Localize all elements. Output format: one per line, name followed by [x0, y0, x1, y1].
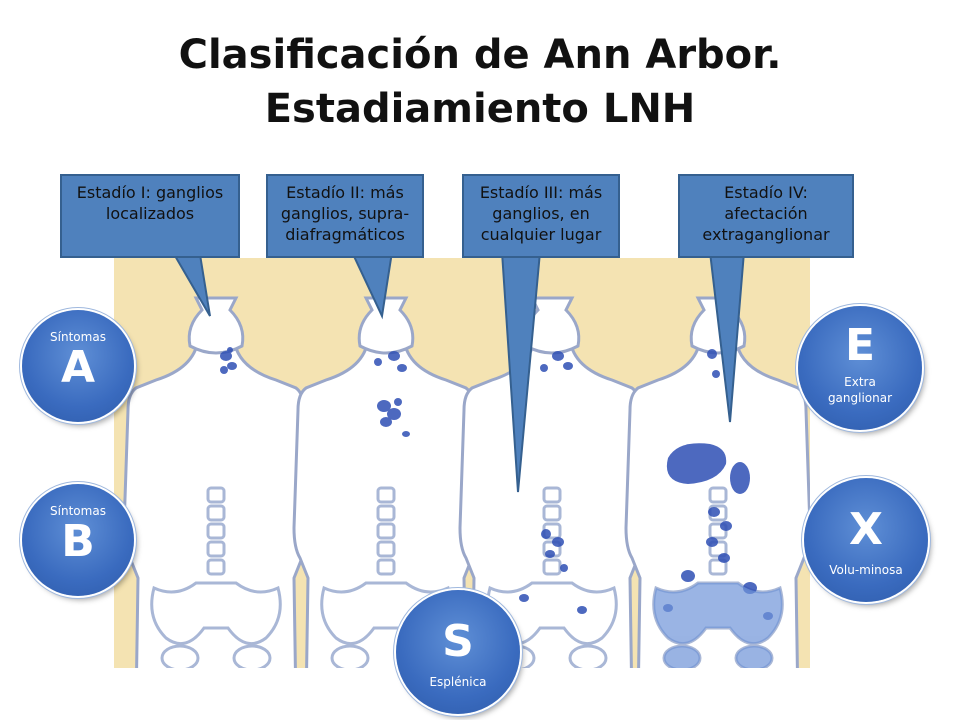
callout-4-line-2: afectación [724, 204, 808, 223]
badge-e-label-1: Extra [844, 375, 876, 389]
callout-stage-1: Estadío I: ganglios localizados [60, 174, 250, 324]
slide-title: Clasificación de Ann Arbor. Estadiamient… [0, 28, 960, 136]
callout-2-line-2: ganglios, supra- [280, 204, 410, 223]
callout-stage-2: Estadío II: más ganglios, supra- diafrag… [266, 174, 426, 324]
badge-a-letter: A [60, 342, 96, 393]
badge-extraganglionar-e: E Extra ganglionar [798, 306, 922, 430]
badge-esplenica-s: S Esplénica [396, 590, 520, 714]
badge-sintomas-a: Síntomas A [22, 310, 134, 422]
body-silhouettes [122, 296, 810, 668]
callout-box-2: Estadío II: más ganglios, supra- diafrag… [266, 174, 424, 258]
callout-1-line-1: Estadío I: ganglios [76, 183, 224, 202]
callout-stage-3: Estadío III: más ganglios, en cualquier … [462, 174, 622, 494]
badge-s-label: Esplénica [429, 675, 487, 689]
callout-4-line-3: extraganglionar [702, 225, 830, 244]
badge-x-label: Volu-minosa [829, 563, 903, 577]
callout-2-line-3: diafragmáticos [285, 225, 405, 244]
badge-x-letter: X [849, 504, 883, 555]
title-line-1: Clasificación de Ann Arbor. [178, 32, 782, 78]
callout-4-line-1: Estadío IV: [724, 183, 808, 202]
badge-e-label-2: ganglionar [827, 391, 893, 405]
badge-e-letter: E [844, 320, 876, 371]
badge-b-letter: B [61, 516, 95, 567]
callout-3-line-1: Estadío III: más [479, 183, 603, 202]
callout-box-3: Estadío III: más ganglios, en cualquier … [462, 174, 620, 258]
badge-s-letter: S [442, 616, 474, 667]
body-stage-2 [292, 296, 480, 668]
badge-voluminosa-x: X Volu-minosa [804, 478, 928, 602]
body-stage-3 [458, 296, 646, 668]
title-line-2: Estadiamiento LNH [264, 86, 696, 132]
body-stage-4 [624, 296, 810, 668]
callout-2-line-1: Estadío II: más [286, 183, 404, 202]
callout-3-line-2: ganglios, en [492, 204, 590, 223]
callout-stage-4: Estadío IV: afectación extraganglionar [678, 174, 858, 424]
badge-sintomas-b: Síntomas B [22, 484, 134, 596]
callout-box-1: Estadío I: ganglios localizados [60, 174, 240, 258]
body-stage-1 [122, 296, 310, 668]
callout-3-line-3: cualquier lugar [480, 225, 602, 244]
badge-a-label: Síntomas [50, 330, 106, 344]
callout-box-4: Estadío IV: afectación extraganglionar [678, 174, 854, 258]
badge-b-label: Síntomas [50, 504, 106, 518]
callout-1-line-2: localizados [105, 204, 195, 223]
